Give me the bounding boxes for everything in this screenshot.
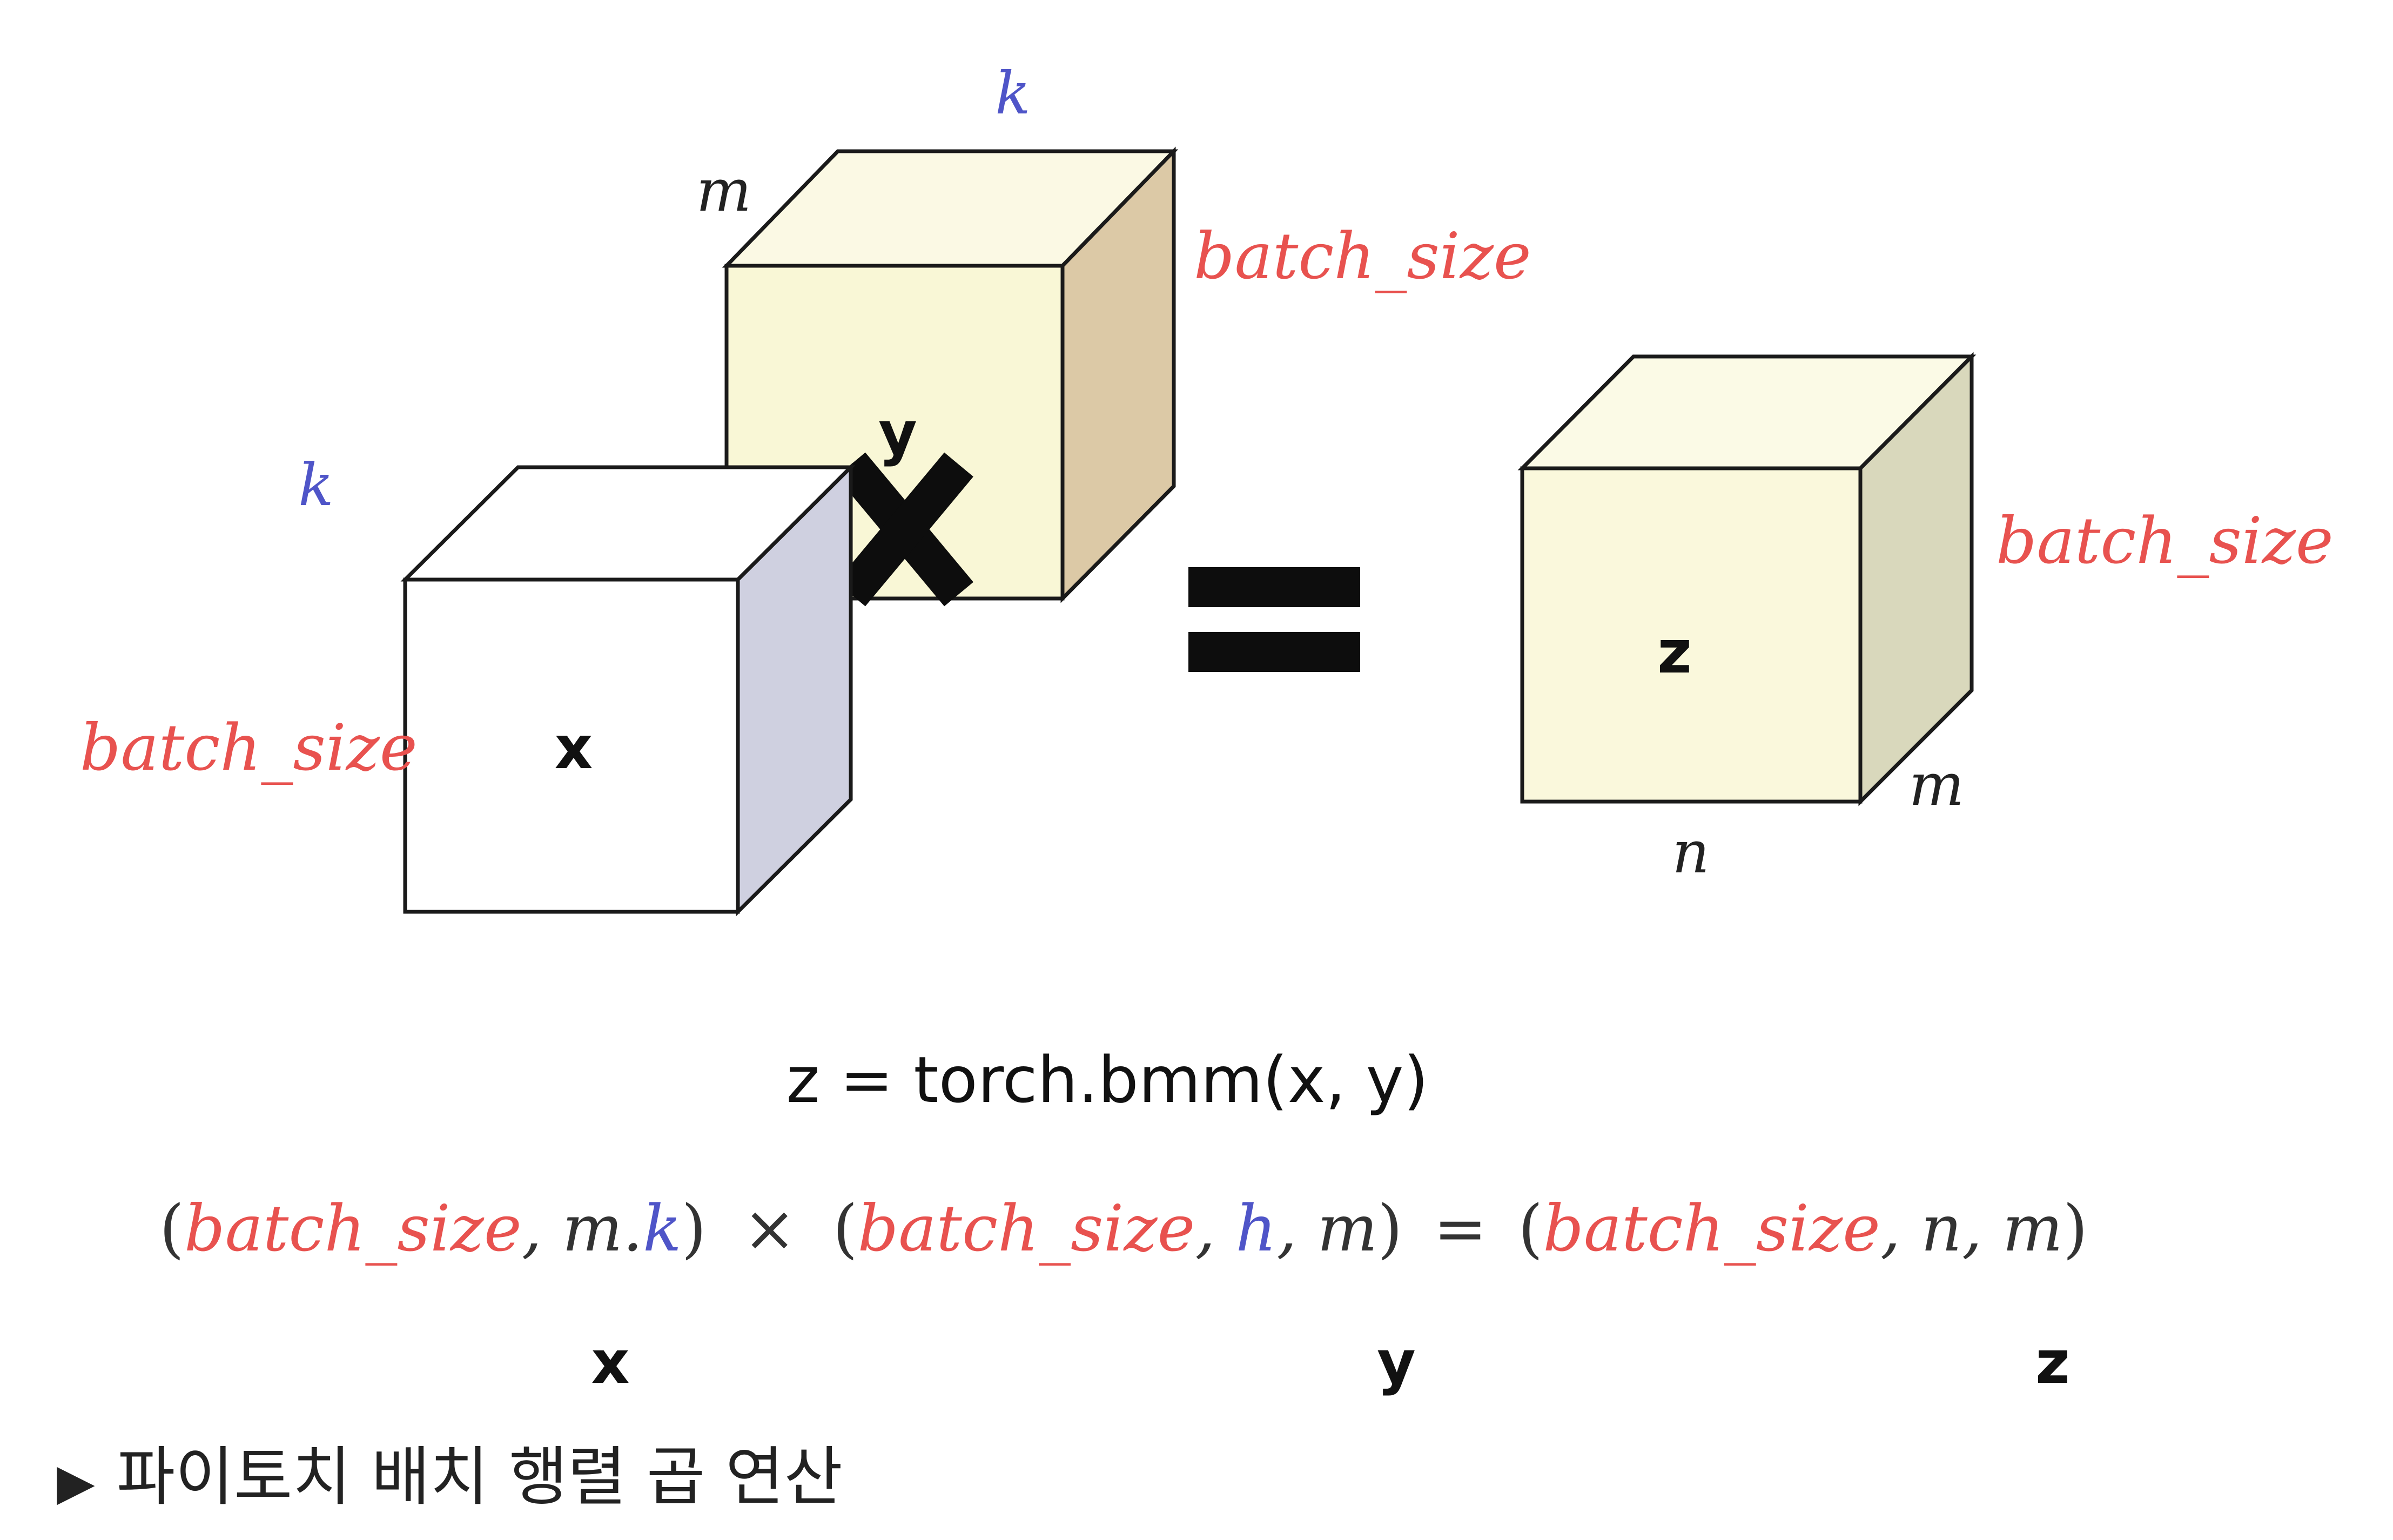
formula-x-batch: batch_size: [184, 1191, 522, 1266]
formula-y-mid: h: [1235, 1191, 1276, 1266]
formula-x-sep: , m.: [522, 1191, 643, 1266]
formula-z-batch: batch_size: [1543, 1191, 1880, 1266]
formula-y-close: ): [1377, 1191, 1402, 1266]
cube-z-letter: z: [1657, 617, 1692, 687]
caption: ▶ 파이토치 배치 행렬 곱 연산: [57, 1440, 843, 1514]
formula-y-sep1: ,: [1195, 1191, 1235, 1266]
cube-z-bottom-label: n: [1672, 819, 1710, 886]
cube-z-height-label: batch_size: [1996, 503, 2334, 578]
formula-x-close: ): [682, 1191, 707, 1266]
cube-x: [400, 462, 856, 917]
tensor-name-z: z: [2035, 1328, 2070, 1397]
formula-x-open: (: [159, 1191, 184, 1266]
tensor-name-y: y: [1377, 1328, 1416, 1397]
equals-sign: [1188, 567, 1360, 672]
cube-y-height-label: batch_size: [1194, 219, 1531, 293]
formula-z-close: ): [2063, 1191, 2088, 1266]
cube-x-letter: x: [555, 713, 593, 782]
cube-x-height-label: batch_size: [80, 710, 418, 785]
tensor-name-x: x: [591, 1328, 630, 1397]
formula-y-sep2: , m: [1276, 1191, 1377, 1266]
cube-x-depth-label: k: [298, 452, 333, 519]
cube-y-depth-label: m: [696, 157, 751, 225]
cube-y-letter: y: [878, 399, 917, 468]
formula-eq: =: [1434, 1191, 1487, 1266]
shape-formula: (batch_size, m.k) × (batch_size, h, m) =…: [159, 1191, 2088, 1266]
formula-times: ×: [743, 1191, 796, 1266]
caption-text: 파이토치 배치 행렬 곱 연산: [117, 1440, 843, 1514]
formula-z-open: (: [1518, 1191, 1543, 1266]
formula-x-last: k: [643, 1191, 682, 1266]
multiply-mark: [836, 452, 973, 607]
formula-z-sep: , n, m: [1880, 1191, 2063, 1266]
cube-x-front: [403, 577, 740, 914]
cube-z: [1517, 352, 1977, 806]
caption-marker: ▶: [57, 1453, 95, 1511]
formula-y-batch: batch_size: [858, 1191, 1195, 1266]
code-line: z = torch.bmm(x, y): [787, 1043, 1429, 1117]
cube-z-front: [1520, 466, 1863, 804]
formula-y-open: (: [833, 1191, 858, 1266]
cube-z-depth-label: m: [1909, 751, 1964, 819]
cube-y-width-label: k: [995, 60, 1030, 127]
